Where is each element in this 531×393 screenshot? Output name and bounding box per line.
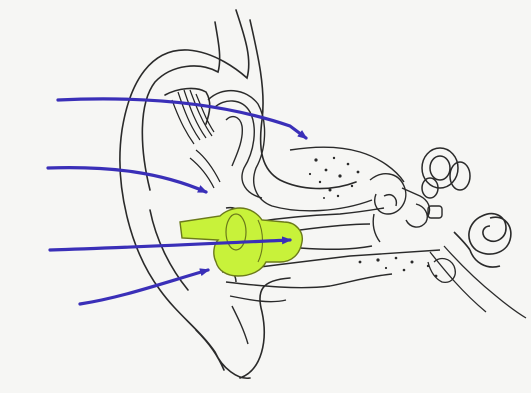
ear-cross-section-illustration [0, 0, 531, 393]
paper-background [0, 0, 531, 393]
ear-diagram [0, 0, 531, 393]
